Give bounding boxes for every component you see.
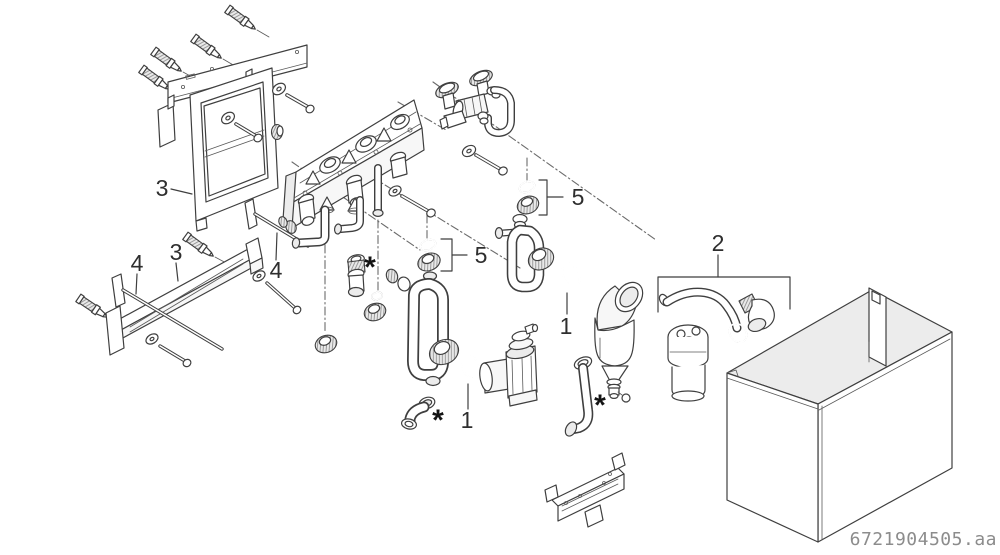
center-lines [291,81,657,333]
callout-rod-left: 4 [131,250,144,276]
star-adapter: * [364,251,376,284]
callout-frame: 3 [156,175,169,201]
union-group-center [417,238,468,281]
mounting-bracket-bottom [544,452,626,528]
star-drain: * [594,389,606,422]
part-number: 6721904505.aa [850,529,997,550]
safety-valve [479,323,539,407]
callout-rail: 3 [170,239,183,265]
support-rod-left [111,273,224,351]
callout-siphon-kit: 2 [712,230,725,256]
union-nuts [314,291,387,354]
valve-group [435,69,515,137]
callout-leaders [135,188,791,313]
wall-mounting-frame [157,44,308,232]
rail-bolts [145,270,302,368]
loop-pipe-right [494,213,555,293]
mounting-rail [105,237,264,356]
callout-labels: 3 4 3 4 5 5 1 1 2 * * * [131,175,725,437]
oring-right [561,262,581,315]
union-group-right [516,179,564,216]
oring-center [459,352,481,410]
elbow-fitting [400,396,436,430]
callout-union-center: 5 [475,242,488,268]
callout-union-right: 5 [572,184,585,210]
frame-bolts [220,82,315,143]
callout-oring-center: 1 [461,407,474,433]
air-separator [594,281,644,403]
star-elbow: * [432,404,444,437]
cover-panel [726,287,953,543]
adapter-fitting [347,254,366,298]
manifold-assembly [278,99,425,249]
siphon-kit [658,287,775,402]
drain-pipe [564,356,594,437]
screws-with-washers [388,144,508,218]
callout-rod-right: 4 [270,257,283,283]
callout-oring-right: 1 [560,313,573,339]
loop-pipe-left [385,268,460,387]
